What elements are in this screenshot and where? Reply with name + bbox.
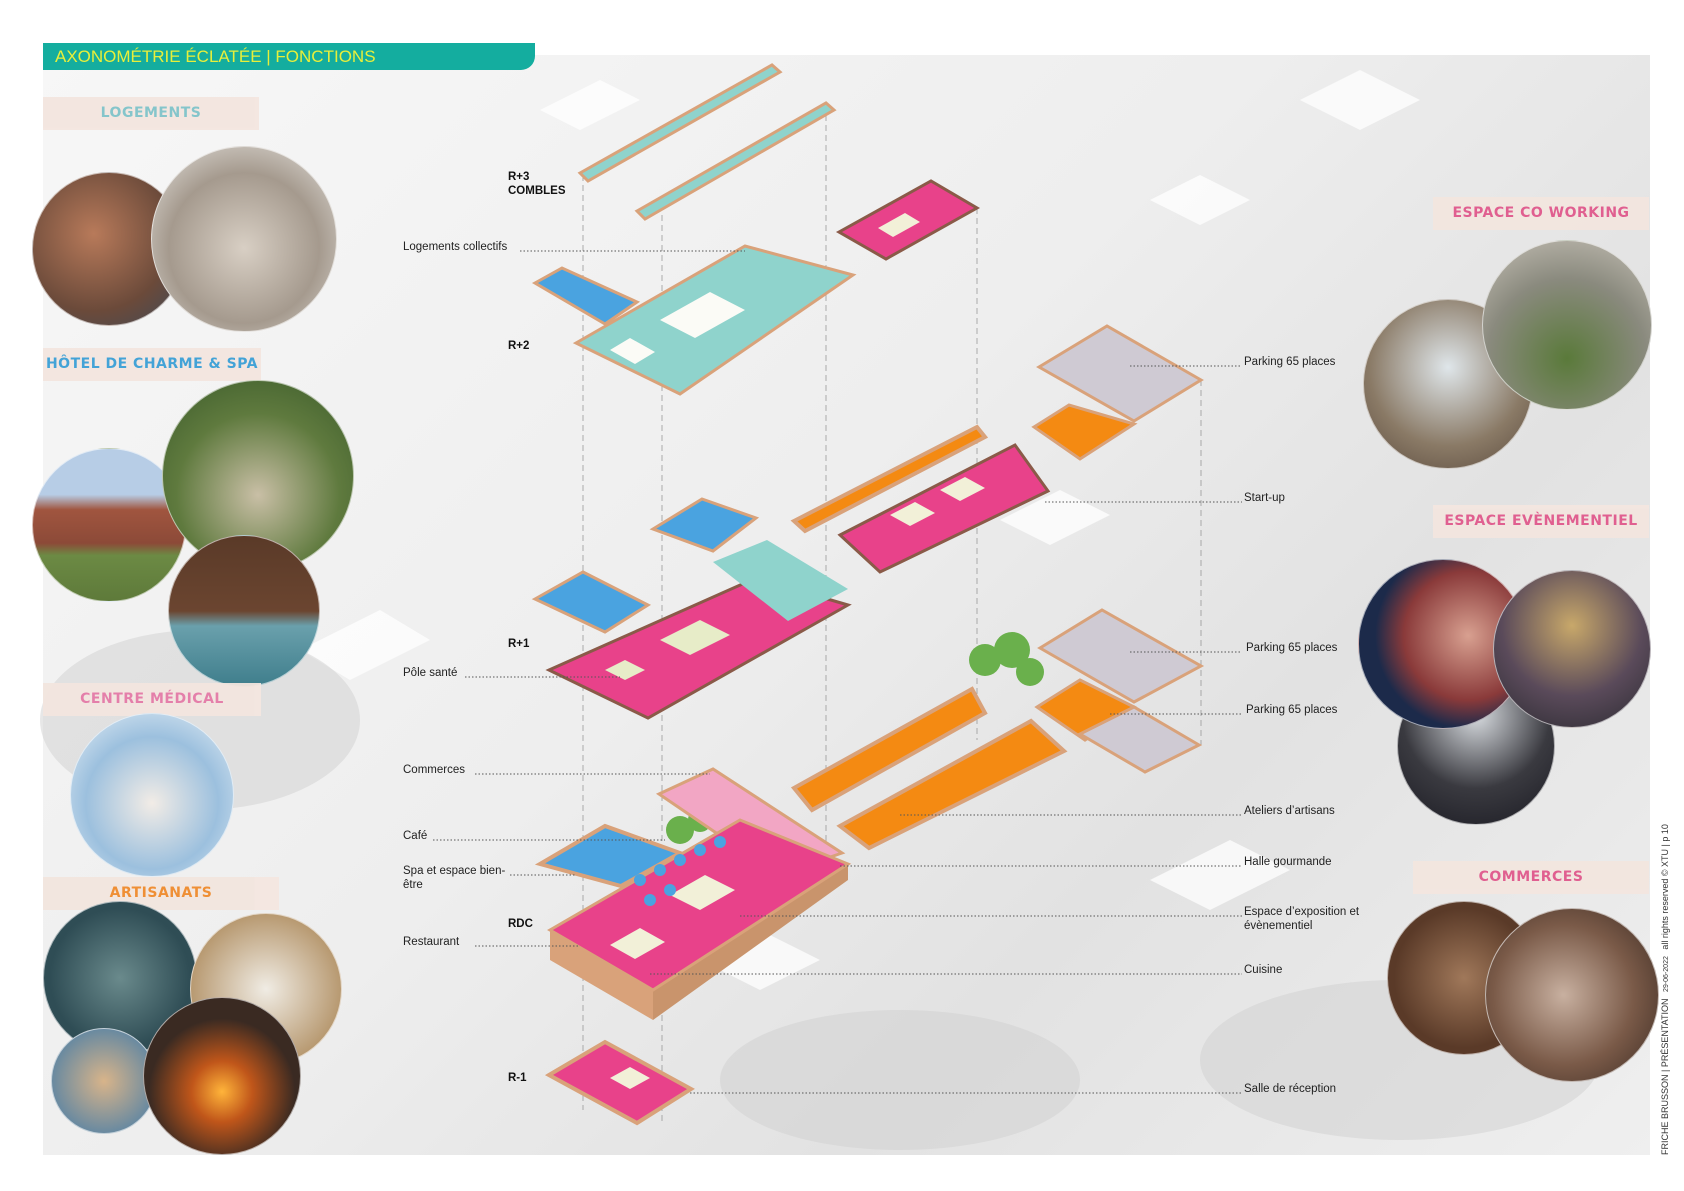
level-label-r2: R+2 (508, 340, 530, 352)
label-exposition-line2: évènementiel (1244, 920, 1313, 932)
level-label-r1: R+1 (508, 638, 530, 650)
label-pole-sante: Pôle santé (403, 667, 458, 679)
level-label-r-1: R-1 (508, 1072, 527, 1084)
level-r2 (531, 179, 981, 396)
label-spa-line1: Spa et espace bien- (403, 865, 506, 877)
label-cafe: Café (403, 830, 428, 842)
category-centre-medical: CENTRE MÉDICAL (43, 683, 261, 716)
category-hotel-spa: HÔTEL DE CHARME & SPA (43, 348, 261, 381)
photo-banquet (1493, 570, 1651, 728)
level-rdc (534, 767, 852, 1020)
photo-coworking-garden (1482, 240, 1652, 410)
leader-lines (433, 250, 1242, 1094)
category-commerces: COMMERCES (1413, 861, 1649, 894)
category-coworking: ESPACE CO WORKING (1433, 197, 1649, 230)
level-label-combles: COMBLES (508, 185, 566, 197)
footer-project: FRICHE BRUSSON | PRÉSENTATION (1660, 998, 1670, 1155)
parking-lower (1034, 608, 1205, 774)
label-exposition-line1: Espace d’exposition et (1244, 906, 1360, 918)
photo-craftswoman (51, 1028, 157, 1134)
label-ateliers: Ateliers d’artisans (1244, 805, 1335, 817)
label-parking-2: Parking 65 places (1246, 642, 1338, 654)
level-r3-combles (577, 63, 837, 221)
footer-date: 29-06-2022 (1663, 956, 1670, 992)
photo-historic-mansion (32, 448, 186, 602)
photo-courtyard-garden (162, 380, 354, 572)
parking-upper (1031, 324, 1204, 461)
startup-block (790, 424, 1051, 574)
level-r1 (531, 497, 852, 720)
label-restaurant: Restaurant (403, 936, 460, 948)
footer-vertical: FRICHE BRUSSON | PRÉSENTATION 29-06-2022… (1660, 824, 1670, 1155)
label-salle-reception: Salle de réception (1244, 1083, 1337, 1095)
label-commerces: Commerces (403, 764, 465, 776)
label-startup: Start-up (1244, 492, 1285, 504)
ateliers-artisans (790, 686, 1068, 851)
photo-spa-jacuzzi (168, 535, 320, 687)
label-spa-line2: être (403, 879, 423, 891)
category-artisanats: ARTISANATS (43, 877, 279, 910)
label-logements-collectifs: Logements collectifs (403, 241, 508, 253)
label-parking-3: Parking 65 places (1246, 704, 1338, 716)
label-halle-gourmande: Halle gourmande (1244, 856, 1332, 868)
photo-medical-team (70, 713, 234, 877)
level-r-1 (544, 1039, 695, 1126)
level-label-r3: R+3 (508, 171, 530, 183)
page-title: AXONOMÉTRIE ÉCLATÉE | FONCTIONS (43, 43, 535, 70)
label-cuisine: Cuisine (1244, 964, 1283, 976)
footer-rights: all rights reserved © XTU | p 10 (1660, 824, 1670, 950)
category-evenementiel: ESPACE EVÈNEMENTIEL (1433, 505, 1649, 538)
label-parking-1: Parking 65 places (1244, 356, 1336, 368)
photo-shop-owner (1485, 908, 1659, 1082)
level-label-rdc: RDC (508, 918, 533, 930)
photo-family-sofa (151, 146, 337, 332)
category-logements: LOGEMENTS (43, 97, 259, 130)
photo-glassblowing (143, 997, 301, 1155)
